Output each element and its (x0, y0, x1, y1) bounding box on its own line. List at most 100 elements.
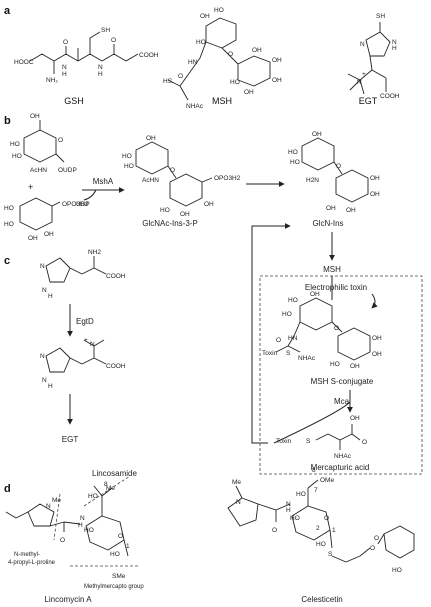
glcnac-ins-3-p-structure: OH HO HO O HO OH OH (122, 135, 214, 218)
svg-text:OH: OH (146, 135, 156, 142)
glcnac-ins-3-p-label: GlcNAc-Ins-3-P (142, 219, 198, 228)
toxin-addition-arrow (371, 293, 378, 309)
svg-text:Me: Me (52, 497, 61, 504)
egt-label: EGT (359, 96, 378, 106)
histidine-acid-label: COOH (106, 273, 126, 280)
svg-text:O: O (276, 337, 281, 344)
svg-text:+: + (362, 71, 366, 78)
svg-text:HO: HO (214, 7, 224, 14)
egt-structure: SH N H N N + COOH (347, 13, 400, 100)
svg-text:O: O (228, 51, 233, 58)
svg-text:H: H (98, 71, 103, 78)
svg-text:O: O (336, 163, 341, 170)
svg-text:OH: OH (272, 77, 282, 84)
egt-product-label: EGT (62, 435, 79, 444)
mercapturic-acid-label: Mercapturic acid (311, 463, 370, 472)
svg-text:HO: HO (392, 567, 402, 574)
svg-text:HO: HO (330, 361, 340, 368)
svg-text:H: H (78, 522, 83, 529)
svg-text:N: N (98, 64, 103, 71)
svg-text:1: 1 (126, 543, 130, 550)
nhac-label: NHAc (334, 453, 352, 460)
svg-text:N: N (392, 39, 397, 46)
toxin-label-2: Toxin (276, 438, 292, 445)
msh-label: MSH (212, 96, 232, 106)
svg-text:OH: OH (312, 131, 322, 138)
acetylamino-label: AcHN (30, 167, 47, 174)
svg-text:O: O (362, 439, 367, 446)
svg-text:OH: OH (310, 291, 320, 298)
udp-glcnac-structure: OH HO HO O (10, 113, 65, 163)
proline-label-line1: N-methyl- (14, 552, 40, 558)
svg-text:COOH: COOH (139, 52, 159, 59)
celesticetin-pos8: 8 (312, 467, 316, 474)
svg-text:HO: HO (88, 493, 98, 500)
svg-text:HO: HO (84, 527, 94, 534)
svg-text:HO: HO (4, 205, 14, 212)
udp-release-arrow (83, 189, 97, 201)
svg-text:HO: HO (124, 163, 134, 170)
celesticetin-ring-o: O (324, 515, 329, 522)
svg-text:OH: OH (370, 191, 380, 198)
lincomycin-o-label: O (118, 533, 123, 540)
svg-text:OH: OH (350, 363, 360, 370)
histidine-amine-label: NH2 (88, 249, 101, 256)
hercynine-acid-label: COOH (106, 363, 126, 370)
svg-text:O: O (58, 137, 63, 144)
detoxification-box (259, 275, 423, 475)
celesticetin-label: Celesticetin (301, 595, 342, 604)
svg-text:N: N (42, 287, 47, 294)
svg-text:O: O (111, 37, 116, 44)
oudp-label: OUDP (58, 167, 77, 174)
gsh-structure: HOOC NH₂ SH N H N H O O COOH (14, 27, 159, 84)
svg-text:HO: HO (110, 551, 120, 558)
svg-text:H: H (392, 45, 397, 52)
svg-text:OH: OH (28, 235, 38, 242)
svg-text:HO: HO (282, 311, 292, 318)
svg-text:O: O (178, 73, 183, 80)
mercapturic-acid-structure: OH O (315, 415, 367, 450)
svg-text:HO: HO (122, 153, 132, 160)
mca-label: Mca (334, 397, 350, 406)
glcnac-ins-phosphate-label: OPO3H2 (214, 175, 241, 182)
svg-text:HO: HO (230, 79, 240, 86)
gsh-label: GSH (64, 96, 84, 106)
svg-text:HO: HO (290, 515, 300, 522)
msh-structure: OH HO HO HN O HS NHAc O OH OH OH HO OH (163, 7, 282, 110)
svg-text:HO: HO (160, 207, 170, 214)
celesticetin-structure: Me N O N H HO HO HO S O O HO (227, 479, 415, 574)
sulfur-label-2: S (306, 438, 311, 445)
svg-text:O: O (63, 39, 68, 46)
svg-text:HO: HO (288, 149, 298, 156)
sulfur-label-1: S (286, 350, 291, 357)
svg-text:OH: OH (180, 211, 190, 218)
svg-text:Me: Me (232, 479, 241, 486)
svg-text:N: N (62, 64, 67, 71)
histidine-structure: N N H (40, 256, 107, 300)
svg-text:N: N (360, 41, 365, 48)
celesticetin-pos2: 2 (316, 525, 320, 532)
panel-label-c: c (4, 255, 10, 267)
svg-text:8: 8 (104, 481, 108, 488)
svg-text:HOOC: HOOC (14, 59, 34, 66)
glcnac-ins-acetylamino-label: AcHN (142, 177, 159, 184)
svg-text:N: N (90, 341, 95, 348)
amino-label: H2N (306, 177, 319, 184)
svg-text:S: S (328, 551, 333, 558)
svg-text:OH: OH (252, 47, 262, 54)
svg-text:OH: OH (44, 231, 54, 238)
svg-text:N: N (40, 353, 45, 360)
svg-text:O: O (272, 527, 277, 534)
lincomycin-me-label: Me (106, 485, 115, 492)
msha-label: MshA (93, 177, 114, 186)
svg-text:OH: OH (200, 13, 210, 20)
svg-text:N: N (286, 501, 291, 508)
svg-text:HO: HO (10, 141, 20, 148)
celesticetin-pos1: 1 (332, 527, 336, 534)
svg-text:OH: OH (372, 351, 382, 358)
phosphate-label: OPO3H2 (62, 201, 89, 208)
svg-text:H: H (286, 507, 291, 514)
svg-text:O: O (60, 537, 65, 544)
panel-label-d: d (4, 483, 11, 495)
